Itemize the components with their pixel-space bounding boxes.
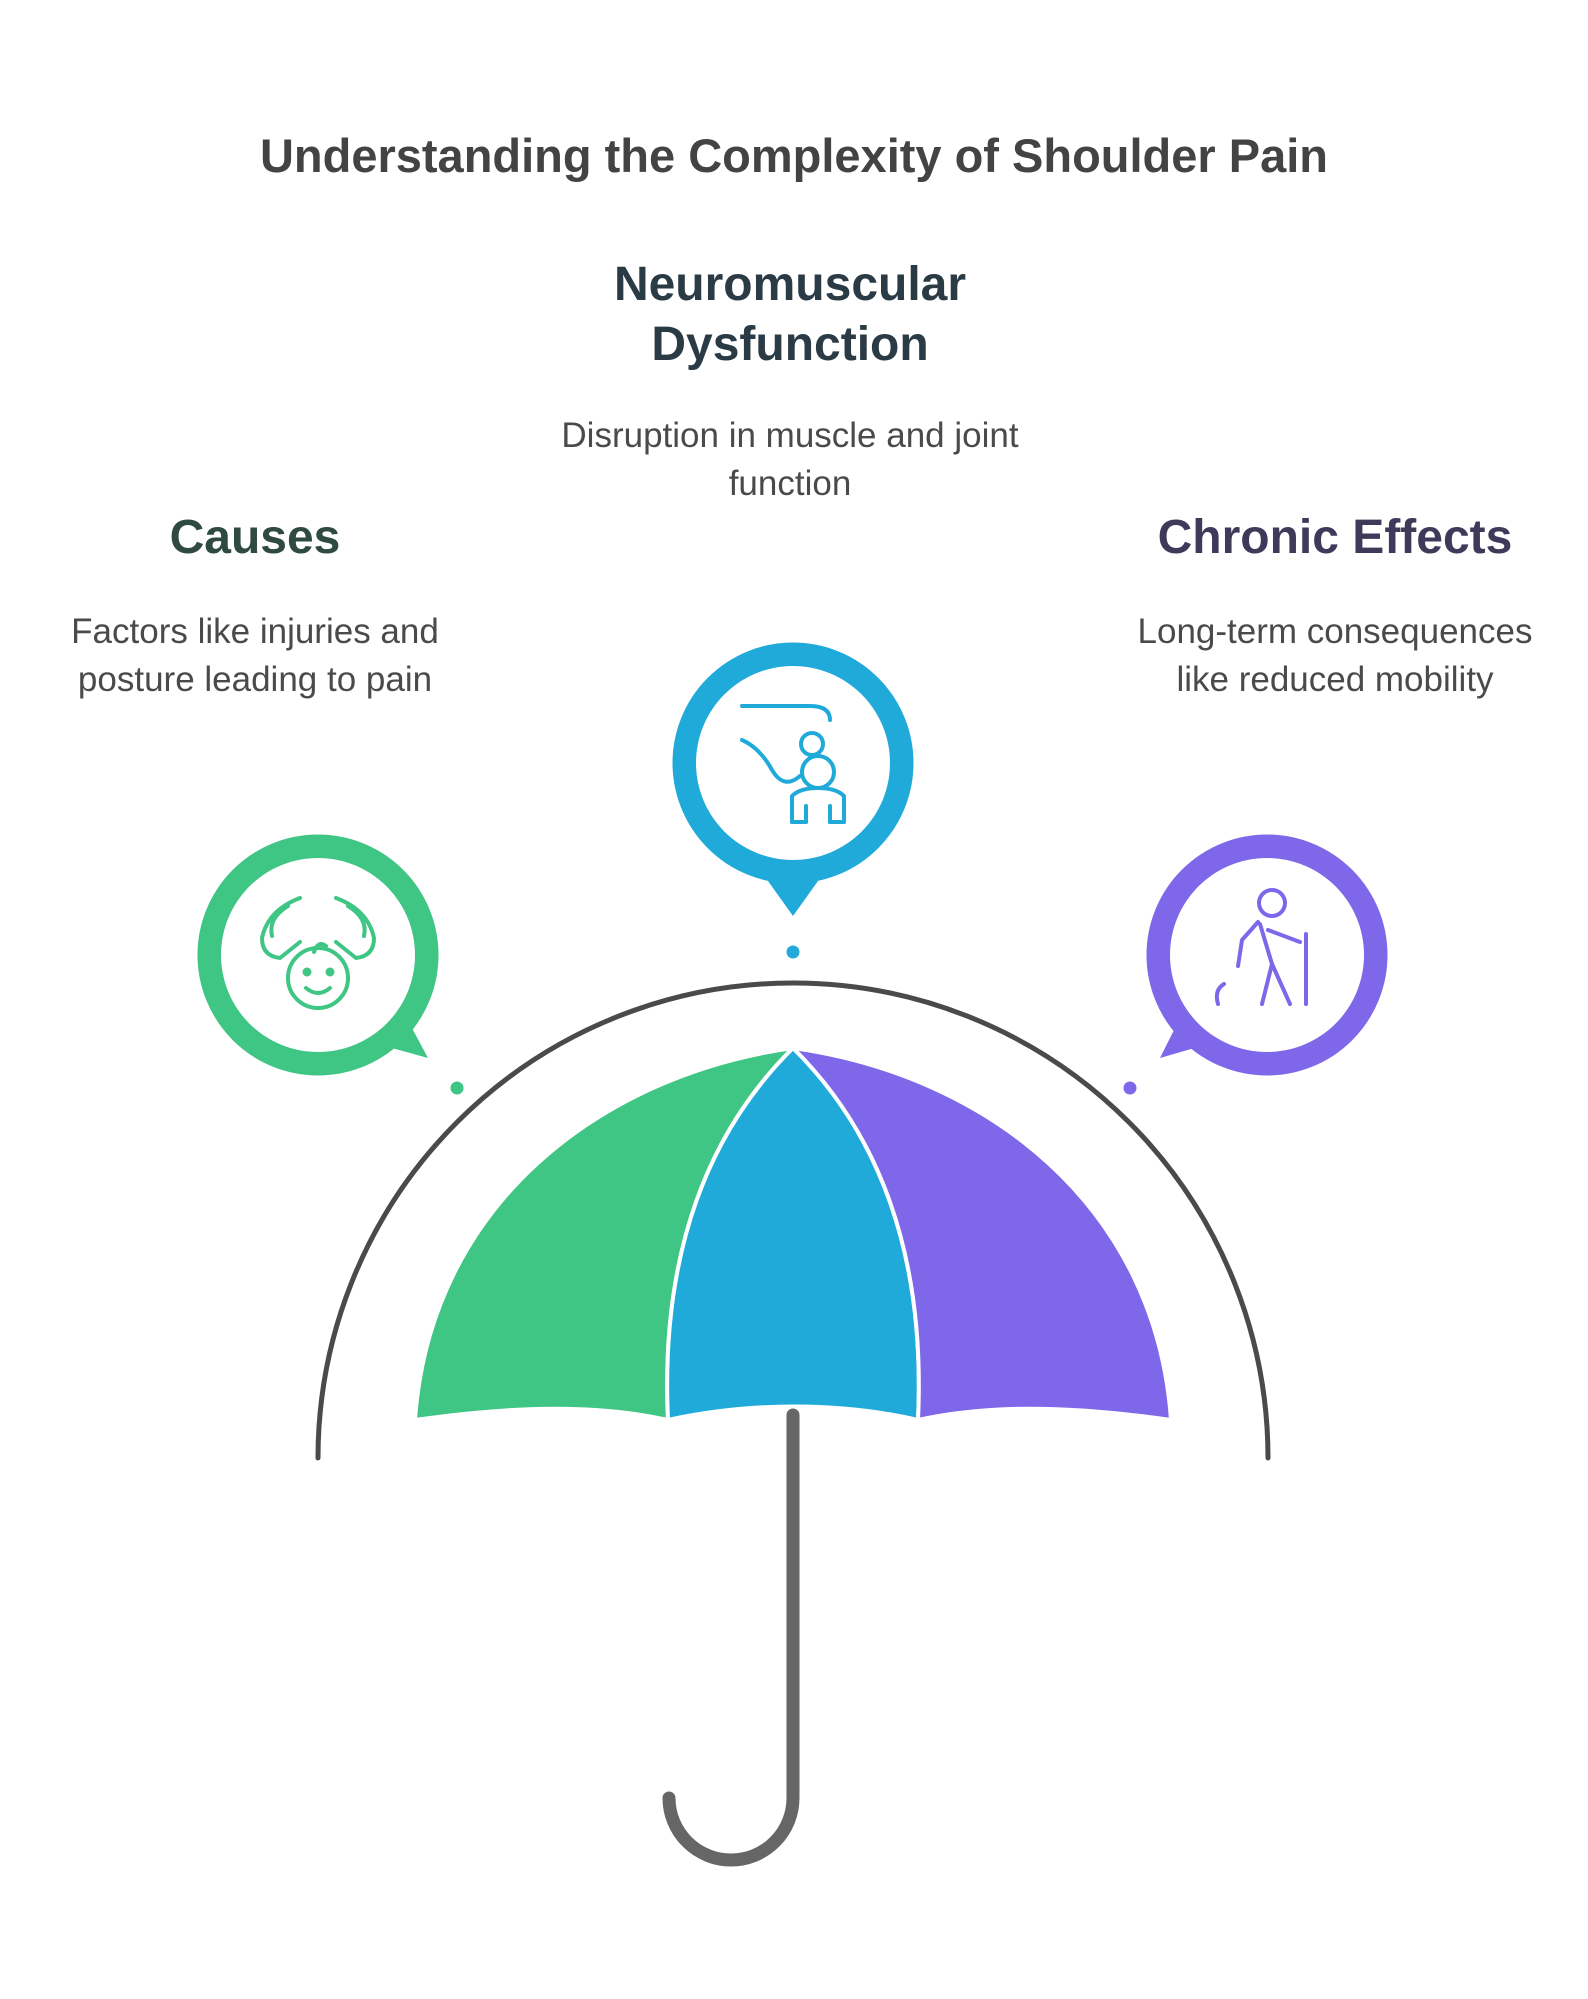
outer-arc: [315, 980, 1271, 1461]
hands-caring-baby-icon: [260, 896, 376, 1010]
umbrella-canopy: [412, 1045, 1174, 1423]
marker-dot-neuromuscular: [783, 942, 803, 962]
page-title: Understanding the Complexity of Shoulder…: [259, 129, 1329, 182]
causes-heading: Causes: [169, 511, 341, 564]
chronic-effects-description: Long-term consequences like reduced mobi…: [1137, 612, 1533, 699]
marker-dot-causes: [447, 1078, 467, 1098]
neuromuscular-heading: Neuromuscular Dysfunction: [613, 258, 967, 371]
person-receiving-massage-icon: [740, 704, 846, 824]
neuromuscular-bubble: [667, 637, 919, 916]
chronic-effects-bubble: [1141, 829, 1393, 1081]
person-with-walking-cane-icon: [1214, 888, 1308, 1006]
neuromuscular-description: Disruption in muscle and joint function: [561, 416, 1019, 503]
umbrella-handle: [662, 1408, 800, 1867]
canopy-panel-chronic: [787, 1045, 1174, 1423]
causes-bubble: [192, 829, 444, 1081]
causes-description: Factors like injuries and posture leadin…: [71, 612, 439, 699]
marker-dot-chronic: [1120, 1078, 1140, 1098]
chronic-effects-heading: Chronic Effects: [1157, 511, 1513, 564]
